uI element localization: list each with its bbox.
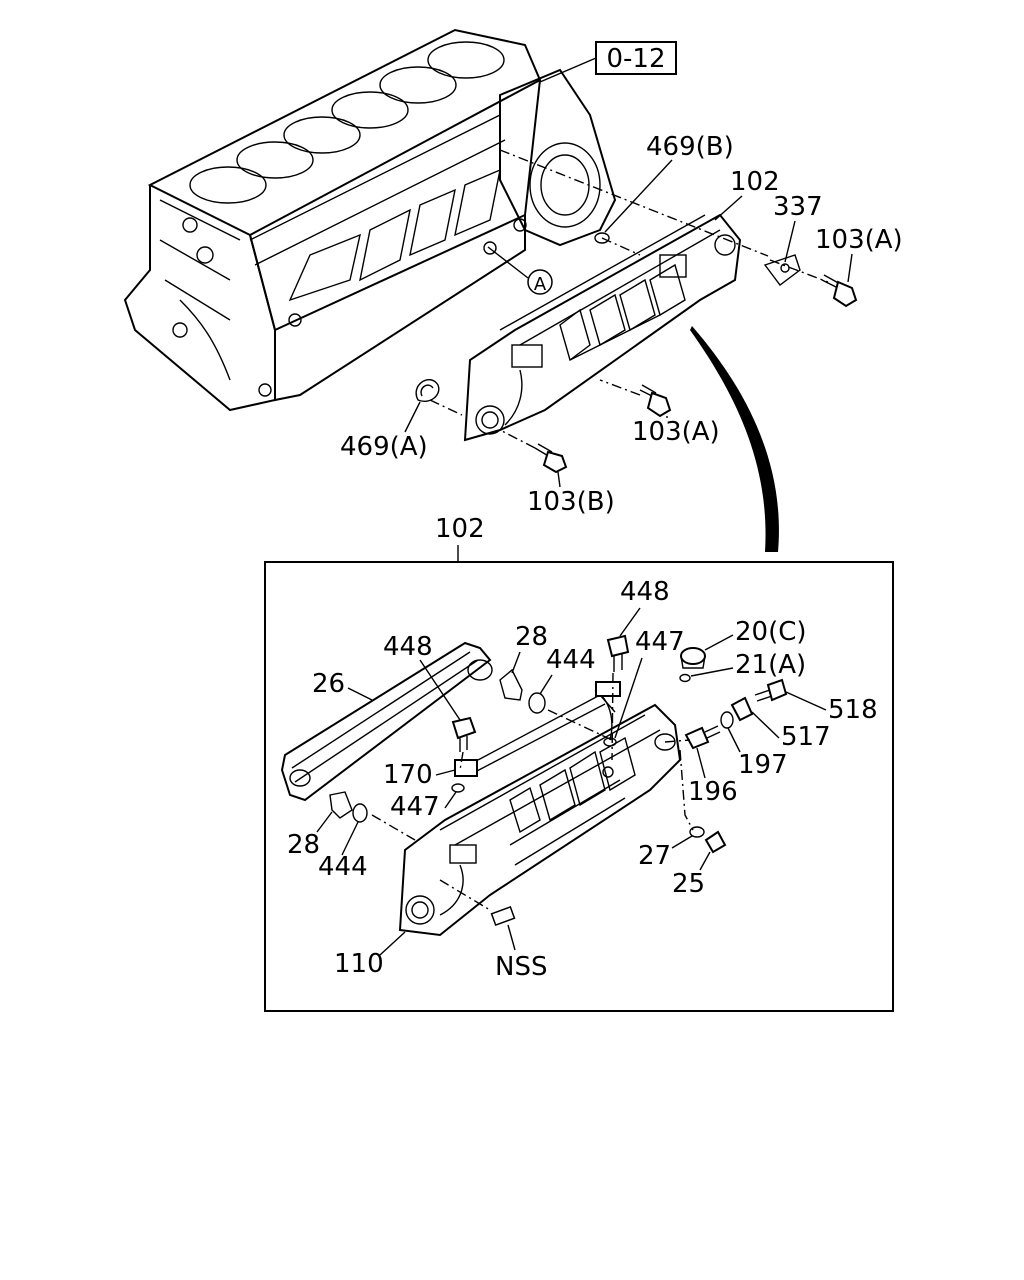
svg-text:469(A): 469(A) <box>340 432 428 462</box>
svg-text:103(A): 103(A) <box>815 225 903 255</box>
svg-text:448: 448 <box>620 577 670 607</box>
svg-text:517: 517 <box>781 722 831 752</box>
bolt-448-right-icon <box>606 634 630 672</box>
svg-text:25: 25 <box>672 869 705 899</box>
svg-text:21(A): 21(A) <box>735 650 806 680</box>
callout-447-top: 447 <box>614 627 685 739</box>
callout-28-top: 28 <box>511 622 548 674</box>
pipe-170-icon <box>454 681 621 777</box>
o-ring-469a-icon <box>415 379 440 402</box>
svg-text:196: 196 <box>688 777 738 807</box>
svg-text:447: 447 <box>390 792 440 822</box>
svg-text:102: 102 <box>435 514 485 544</box>
callout-197: 197 <box>727 727 788 780</box>
washer-197-icon <box>720 711 734 729</box>
callout-469b: 469(B) <box>604 132 734 233</box>
bolt-103a-mid-icon <box>639 384 672 418</box>
bolt-103b-icon <box>534 443 568 474</box>
callout-103a-right: 103(A) <box>815 225 903 283</box>
svg-text:A: A <box>534 274 547 295</box>
o-ring-469b-icon <box>594 232 610 244</box>
bolt-518-icon <box>754 678 788 702</box>
plug-25-icon <box>704 830 727 854</box>
washer-27-icon <box>689 826 705 838</box>
gasket-28-top-icon <box>499 668 523 701</box>
callout-103b: 103(B) <box>527 471 615 517</box>
bolt-103a-right-icon <box>821 274 858 308</box>
bolt-448-left-icon <box>451 716 477 752</box>
svg-text:337: 337 <box>773 192 823 222</box>
nss-plate-icon <box>490 905 516 927</box>
plug-20c-icon <box>680 647 706 669</box>
oil-cooler-body-110-icon <box>398 703 682 937</box>
svg-text:197: 197 <box>738 750 788 780</box>
svg-text:28: 28 <box>515 622 548 652</box>
callout-21a: 21(A) <box>690 650 806 680</box>
svg-text:170: 170 <box>383 760 433 790</box>
callout-103a-mid: 103(A) <box>632 416 720 447</box>
callout-102-top: 102 <box>714 167 780 221</box>
svg-text:444: 444 <box>318 852 368 882</box>
callout-27: 27 <box>638 835 693 871</box>
o-ring-447-low-icon <box>451 783 465 793</box>
callout-26: 26 <box>312 669 373 701</box>
svg-text:28: 28 <box>287 830 320 860</box>
adapter-517-icon <box>730 696 754 722</box>
bracket-337-icon <box>763 254 801 286</box>
callout-517: 517 <box>751 711 831 752</box>
svg-text:NSS: NSS <box>495 952 547 982</box>
callout-469a: 469(A) <box>340 401 428 462</box>
callout-20c: 20(C) <box>704 617 807 651</box>
svg-text:448: 448 <box>383 632 433 662</box>
callout-nss: NSS <box>495 924 547 982</box>
svg-text:444: 444 <box>546 645 596 675</box>
o-ring-444-top-icon <box>528 692 546 714</box>
o-ring-444-low-icon <box>352 803 368 823</box>
reference-box-label: 0-12 <box>606 44 665 74</box>
svg-text:20(C): 20(C) <box>735 617 807 647</box>
svg-text:27: 27 <box>638 841 671 871</box>
cover-plate-26-icon <box>280 641 493 802</box>
gasket-28-low-icon <box>329 791 353 819</box>
svg-text:518: 518 <box>828 695 878 725</box>
svg-text:26: 26 <box>312 669 345 699</box>
sensor-196-icon <box>684 725 721 750</box>
callout-337: 337 <box>773 192 823 263</box>
callout-196: 196 <box>688 747 738 807</box>
svg-text:447: 447 <box>635 627 685 657</box>
callout-518: 518 <box>785 691 878 725</box>
oil-cooler-top-icon <box>463 213 742 442</box>
svg-text:102: 102 <box>730 167 780 197</box>
callout-170: 170 <box>383 760 456 790</box>
callout-444-low: 444 <box>318 821 368 882</box>
callout-28-low: 28 <box>287 811 333 860</box>
circle-marker-a: A <box>527 269 553 295</box>
ring-21a-icon <box>679 673 691 683</box>
callout-447-low: 447 <box>390 791 457 822</box>
callout-448-right: 448 <box>619 577 670 637</box>
callout-444-top: 444 <box>539 645 596 695</box>
svg-text:103(B): 103(B) <box>527 487 615 517</box>
curved-arrow-icon <box>690 326 779 552</box>
svg-text:110: 110 <box>334 949 384 979</box>
callout-110: 110 <box>334 931 406 979</box>
reference-box[interactable]: 0-12 <box>595 41 677 75</box>
callout-25: 25 <box>672 851 711 899</box>
callout-102-detail: 102 <box>435 514 485 562</box>
svg-text:103(A): 103(A) <box>632 417 720 447</box>
callout-448-left: 448 <box>383 632 461 721</box>
engine-block-icon <box>123 28 617 412</box>
detail-box <box>264 561 894 1012</box>
svg-text:469(B): 469(B) <box>646 132 734 162</box>
